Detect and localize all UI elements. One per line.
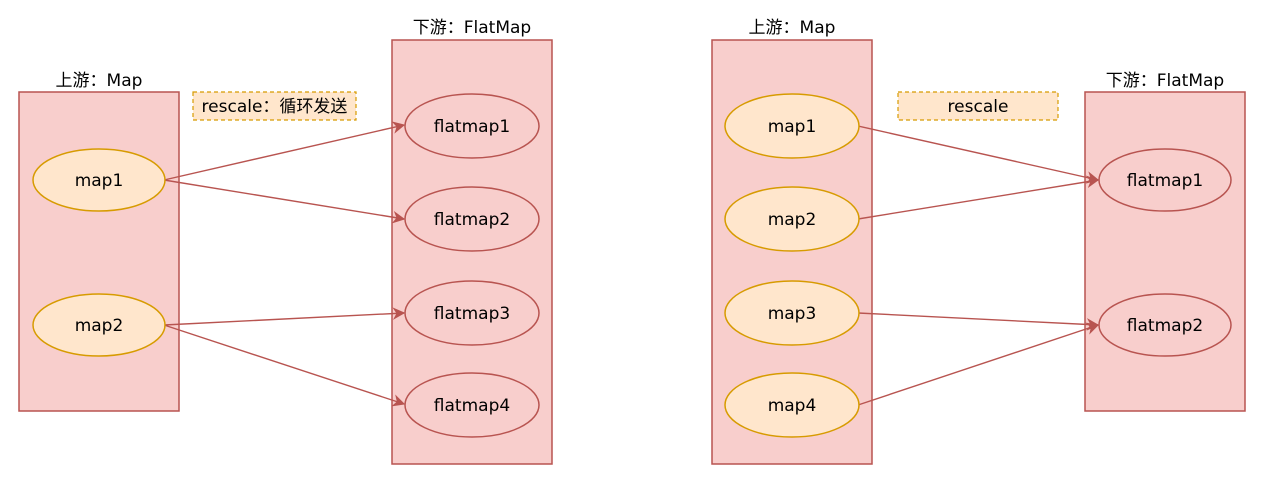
right-edge-map1-flatmap1[interactable] <box>857 125 1100 184</box>
right-node-flatmap1-label: flatmap1 <box>1127 171 1203 191</box>
left-node-flatmap2[interactable] <box>404 186 540 252</box>
left-node-map1[interactable] <box>32 148 166 212</box>
left-node-flatmap3[interactable] <box>404 280 540 346</box>
right-node-map1-label: map1 <box>768 117 817 137</box>
left-node-flatmap3-label: flatmap3 <box>434 304 510 324</box>
left-edge-map1-flatmap2[interactable] <box>163 179 406 224</box>
right-node-flatmap2[interactable] <box>1098 293 1232 357</box>
left-edge-map1-flatmap1[interactable] <box>163 121 406 181</box>
right-downstream-container[interactable] <box>1084 91 1246 412</box>
right-edge-map3-flatmap2[interactable] <box>857 312 1100 331</box>
right-node-map4[interactable] <box>724 372 860 438</box>
right-node-flatmap1[interactable] <box>1098 148 1232 212</box>
right-node-map4-label: map4 <box>768 396 817 416</box>
left-downstream-title: 下游：FlatMap <box>413 18 531 38</box>
left-node-flatmap4[interactable] <box>404 372 540 438</box>
left-upstream-container[interactable] <box>18 91 180 412</box>
left-node-map2[interactable] <box>32 293 166 357</box>
right-node-flatmap2-label: flatmap2 <box>1127 316 1203 336</box>
right-node-map1[interactable] <box>724 93 860 159</box>
left-node-map1-label: map1 <box>75 171 124 191</box>
left-node-flatmap1-label: flatmap1 <box>434 117 510 137</box>
left-node-map2-label: map2 <box>75 316 124 336</box>
right-rescale-note[interactable] <box>897 91 1059 121</box>
right-edge-map4-flatmap2[interactable] <box>857 322 1100 406</box>
left-edge-map2-flatmap4[interactable] <box>163 324 406 407</box>
right-upstream-title: 上游：Map <box>749 18 836 38</box>
right-node-map3[interactable] <box>724 280 860 346</box>
left-node-flatmap4-label: flatmap4 <box>434 396 510 416</box>
left-node-flatmap1[interactable] <box>404 93 540 159</box>
left-node-flatmap2-label: flatmap2 <box>434 210 510 230</box>
right-diagram: 上游：Map 下游：FlatMap rescale map1 map2 map3… <box>711 18 1246 465</box>
left-upstream-title: 上游：Map <box>56 71 143 91</box>
right-node-map3-label: map3 <box>768 304 817 324</box>
left-diagram: 上游：Map 下游：FlatMap rescale：循环发送 map1 map2… <box>18 18 553 465</box>
right-edge-map2-flatmap1[interactable] <box>857 175 1100 220</box>
left-edge-map2-flatmap3[interactable] <box>163 307 406 326</box>
left-rescale-note-label: rescale：循环发送 <box>202 97 348 117</box>
right-node-map2[interactable] <box>724 186 860 252</box>
right-downstream-title: 下游：FlatMap <box>1106 71 1224 91</box>
left-rescale-note[interactable] <box>192 91 357 121</box>
right-node-map2-label: map2 <box>768 210 817 230</box>
right-rescale-note-label: rescale <box>948 97 1009 117</box>
